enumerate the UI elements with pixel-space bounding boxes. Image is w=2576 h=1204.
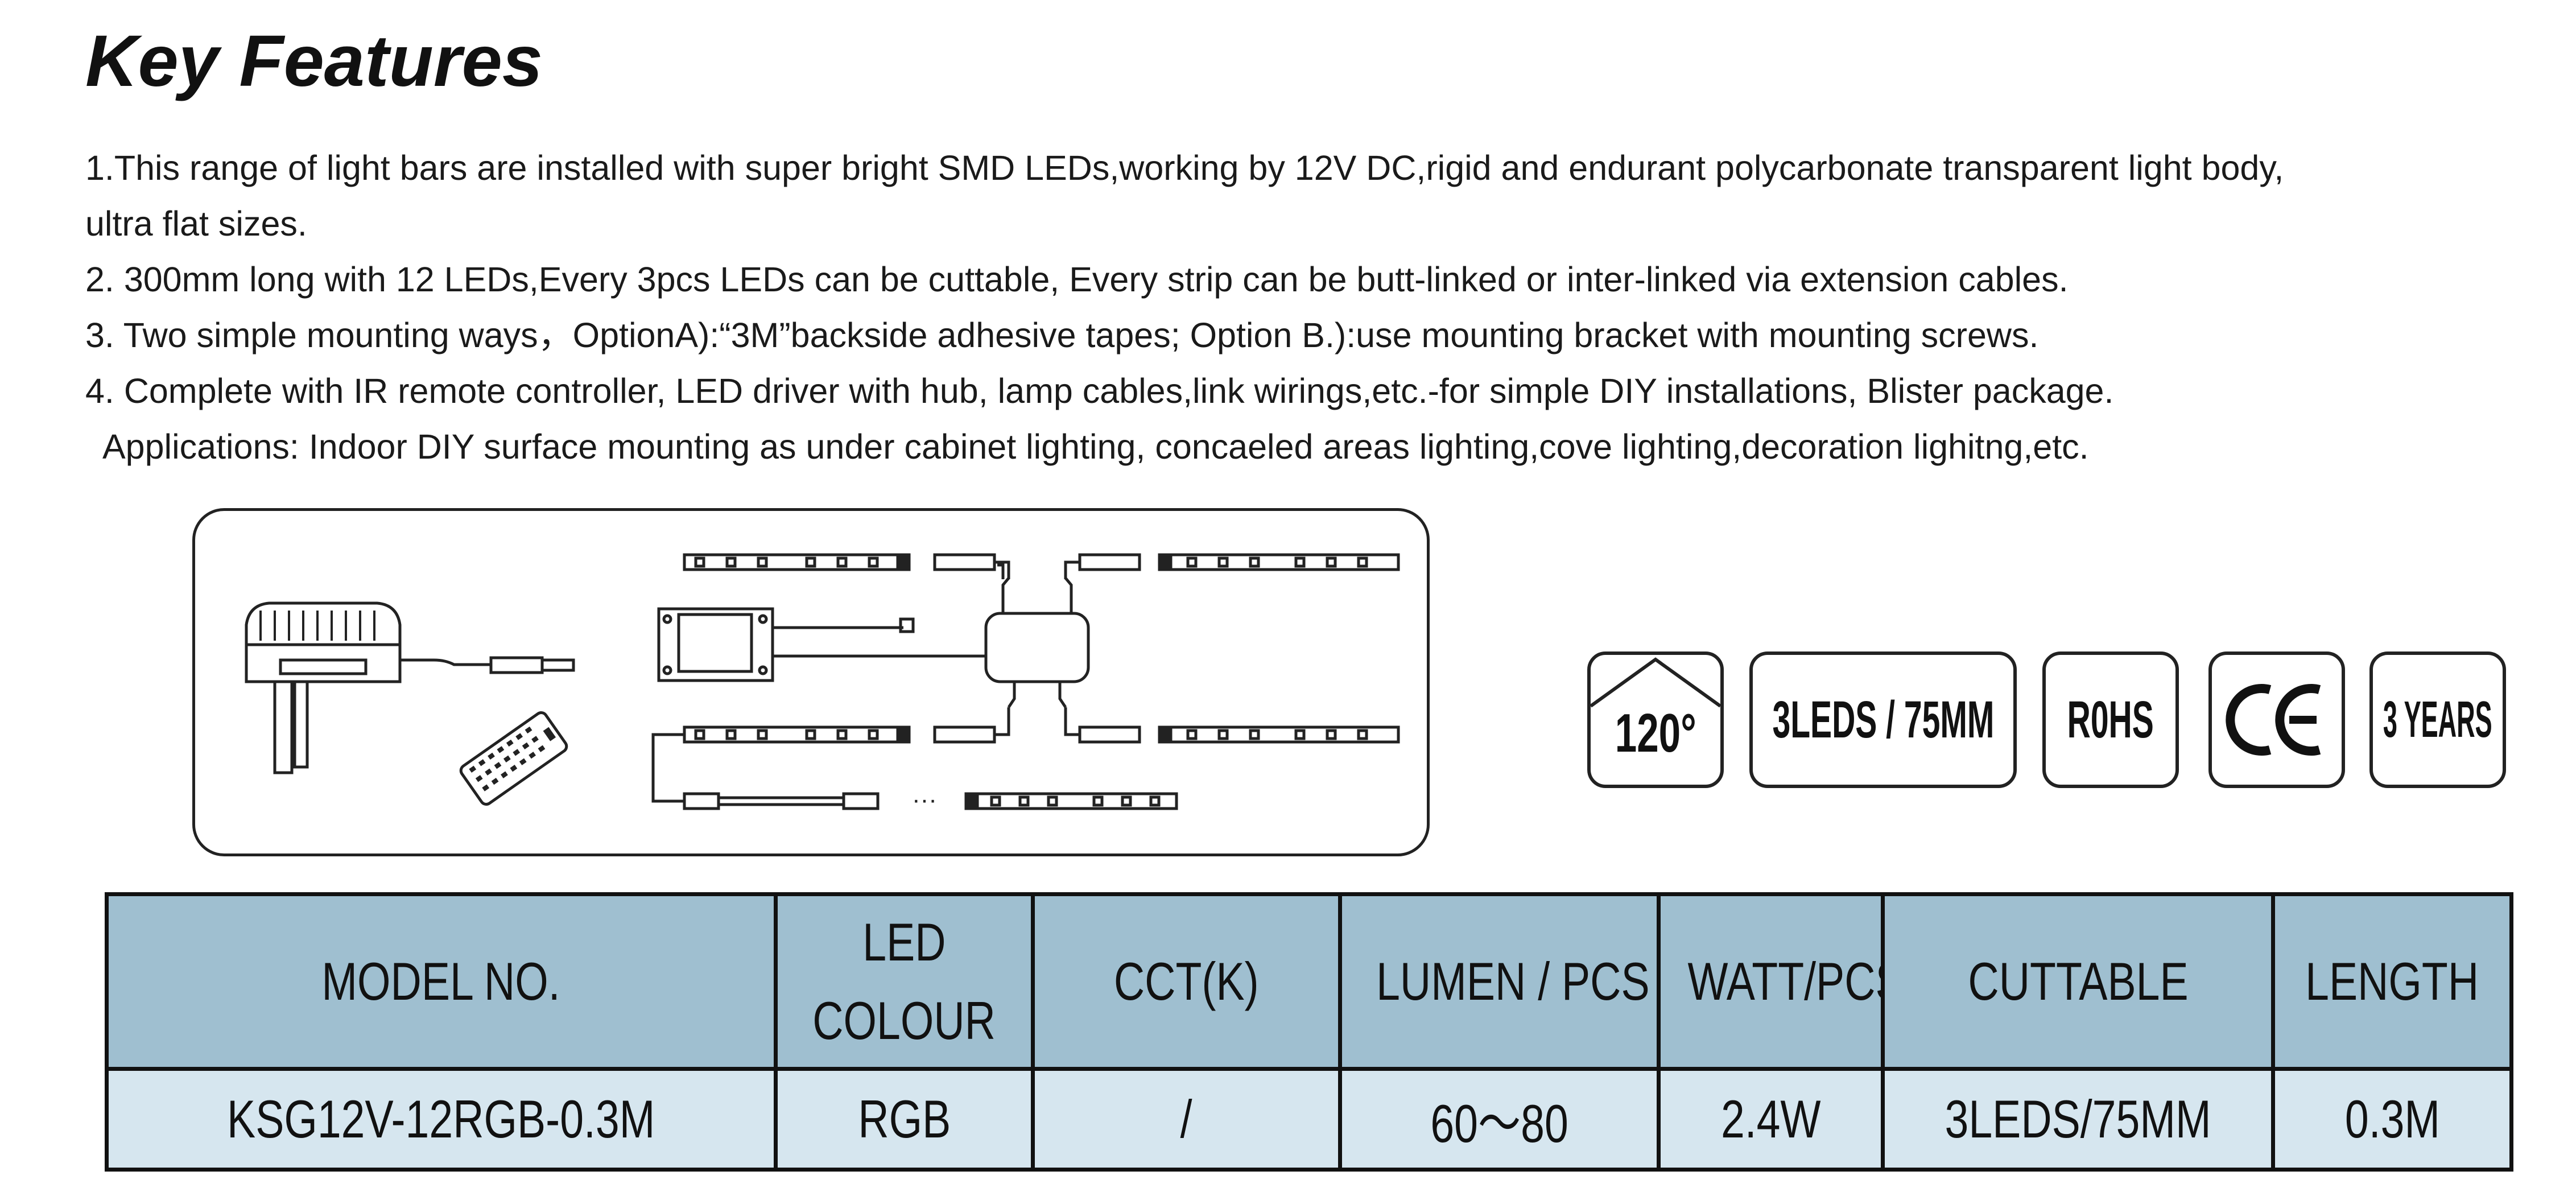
cell-length: 0.3M (2271, 1067, 2513, 1172)
hub-icon (984, 563, 1090, 708)
feature-item: 4. Complete with IR remote controller, L… (85, 372, 2114, 410)
cell-cct: / (1031, 1067, 1342, 1172)
column-header-led-colour: LED COLOUR (774, 892, 1035, 1071)
column-header-cuttable: CUTTABLE (1881, 892, 2275, 1071)
feature-item: ultra flat sizes. (85, 204, 307, 243)
led-spacing-label: 3LEDS / 75MM (1772, 690, 1994, 749)
beam-angle-icon (1591, 657, 1720, 708)
feature-item: 2. 300mm long with 12 LEDs,Every 3pcs LE… (85, 260, 2069, 299)
ce-badge: C E (2208, 652, 2345, 788)
connection-diagram-illustration: ··· (245, 553, 1400, 814)
column-header-model: MODEL NO. (105, 892, 778, 1071)
warranty-label: 3 YEARS (2383, 691, 2492, 748)
spec-table: MODEL NO. LED COLOUR CCT(K) LUMEN / PCS … (105, 892, 2513, 1172)
cell-lumen: 60～80 (1338, 1067, 1661, 1172)
ce-mark-icon: C E (2226, 684, 2321, 756)
applications-line: Applications: Indoor DIY surface mountin… (102, 427, 2089, 466)
beam-angle-label: 120° (1615, 703, 1696, 764)
column-header-led-colour-line2: COLOUR (812, 991, 996, 1050)
column-header-cct: CCT(K) (1031, 892, 1342, 1071)
column-header-lumen: LUMEN / PCS (1338, 892, 1661, 1071)
extension-cable-icon (651, 733, 1178, 810)
table-header-row: MODEL NO. LED COLOUR CCT(K) LUMEN / PCS … (105, 892, 2513, 1071)
led-spacing-badge: 3LEDS / 75MM (1749, 652, 2017, 788)
column-header-led-colour-line1: LED (862, 912, 946, 972)
controller-icon (657, 607, 986, 682)
led-strip-icon (1064, 553, 1400, 579)
led-strip-icon (1064, 707, 1400, 744)
beam-angle-badge: 120° (1587, 652, 1724, 788)
cell-cuttable: 3LEDS/75MM (1881, 1067, 2275, 1172)
column-header-watt: WATT/PCS (1657, 892, 1885, 1071)
diagram-ellipsis: ··· (912, 786, 937, 814)
cell-model: KSG12V-12RGB-0.3M (105, 1067, 778, 1172)
feature-item: 3. Two simple mounting ways，OptionA):“3M… (85, 316, 2039, 354)
column-header-length: LENGTH (2271, 892, 2513, 1071)
table-row: KSG12V-12RGB-0.3M RGB / 60～80 2.4W 3LEDS… (105, 1067, 2513, 1172)
feature-item: 1.This range of light bars are installed… (85, 149, 2284, 187)
connection-diagram: ··· (192, 508, 1430, 856)
feature-badges: 120° 3LEDS / 75MM R0HS C E 3 YEARS (1582, 652, 2515, 791)
page-title: Key Features (85, 20, 543, 102)
led-strip-icon (683, 553, 1010, 579)
led-strip-icon (683, 707, 1010, 744)
remote-control-icon (459, 711, 568, 806)
warranty-badge: 3 YEARS (2369, 652, 2506, 788)
rohs-label: R0HS (2067, 690, 2154, 749)
feature-list: 1.This range of light bars are installed… (85, 140, 2532, 475)
cell-watt: 2.4W (1657, 1067, 1885, 1172)
cell-colour: RGB (774, 1067, 1035, 1172)
power-adapter-icon (245, 601, 575, 774)
rohs-badge: R0HS (2042, 652, 2179, 788)
